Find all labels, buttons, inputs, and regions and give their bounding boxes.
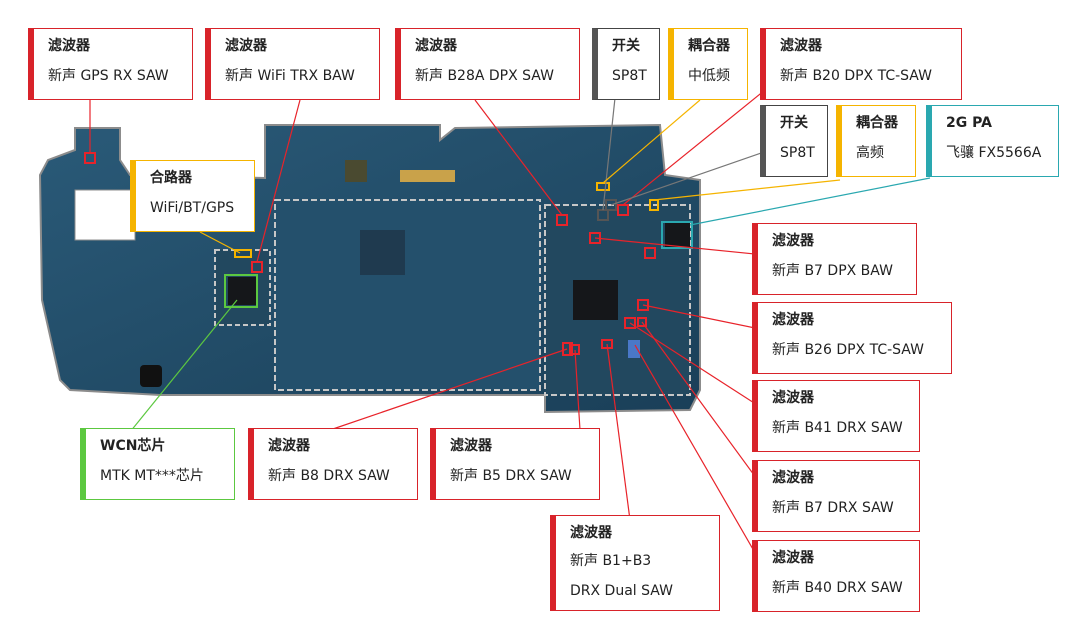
soc-area	[360, 230, 405, 275]
callout-b26-filter: 滤波器 新声 B26 DPX TC-SAW	[752, 302, 952, 374]
callout-coupler-1: 耦合器 中低频	[668, 28, 748, 100]
callout-desc: 新声 B7 DRX SAW	[772, 500, 894, 516]
callout-b7-drx-filter: 滤波器 新声 B7 DRX SAW	[752, 460, 920, 532]
callout-title: 滤波器	[772, 312, 814, 328]
callout-title: 开关	[780, 115, 808, 131]
callout-desc: 新声 B1+B3	[570, 553, 652, 569]
callout-title: 合路器	[150, 170, 192, 186]
connector-gold	[400, 170, 455, 182]
connector-pad	[345, 160, 367, 182]
callout-title: 滤波器	[48, 38, 90, 54]
callout-b28a-filter: 滤波器 新声 B28A DPX SAW	[395, 28, 580, 100]
callout-title: 滤波器	[570, 525, 612, 541]
callout-switch-2: 开关 SP8T	[760, 105, 828, 177]
marker-wcn	[224, 274, 258, 308]
callout-title: 耦合器	[688, 38, 730, 54]
callout-desc: 新声 B28A DPX SAW	[415, 68, 554, 84]
callout-2g-pa: 2G PA 飞骧 FX5566A	[926, 105, 1059, 177]
callout-title: 2G PA	[946, 115, 992, 131]
pa-chip	[665, 222, 690, 247]
callout-desc: WiFi/BT/GPS	[150, 200, 235, 216]
callout-desc: 高频	[856, 145, 884, 161]
callout-desc: 新声 B41 DRX SAW	[772, 420, 903, 436]
callout-wcn-chip: WCN芯片 MTK MT***芯片	[80, 428, 235, 500]
callout-desc: 新声 B8 DRX SAW	[268, 468, 390, 484]
callout-desc: MTK MT***芯片	[100, 468, 204, 484]
callout-desc-2: DRX Dual SAW	[570, 583, 673, 599]
pcb-cutout	[74, 189, 136, 241]
callout-b1b3-filter: 滤波器 新声 B1+B3 DRX Dual SAW	[550, 515, 720, 611]
component-dark	[140, 365, 162, 387]
callout-switch-1: 开关 SP8T	[592, 28, 660, 100]
callout-desc: 中低频	[688, 68, 730, 84]
callout-b41-filter: 滤波器 新声 B41 DRX SAW	[752, 380, 920, 452]
callout-b40-filter: 滤波器 新声 B40 DRX SAW	[752, 540, 920, 612]
wcn-chip	[228, 277, 256, 305]
callout-desc: 新声 B20 DPX TC-SAW	[780, 68, 932, 84]
callout-title: 滤波器	[772, 233, 814, 249]
callout-desc: 新声 GPS RX SAW	[48, 68, 169, 84]
callout-title: WCN芯片	[100, 438, 166, 454]
marker-gps-rx	[84, 152, 96, 164]
callout-title: 滤波器	[772, 390, 814, 406]
callout-title: 开关	[612, 38, 640, 54]
callout-wifi-trx-filter: 滤波器 新声 WiFi TRX BAW	[205, 28, 380, 100]
callout-title: 滤波器	[268, 438, 310, 454]
callout-title: 滤波器	[225, 38, 267, 54]
callout-b8-filter: 滤波器 新声 B8 DRX SAW	[248, 428, 418, 500]
callout-combiner: 合路器 WiFi/BT/GPS	[130, 160, 255, 232]
callout-desc: 新声 WiFi TRX BAW	[225, 68, 355, 84]
callout-desc: SP8T	[780, 145, 815, 161]
transceiver-chip	[573, 280, 618, 320]
callout-desc: SP8T	[612, 68, 647, 84]
shield-frame-main	[274, 199, 541, 391]
callout-b7-dpx-filter: 滤波器 新声 B7 DPX BAW	[752, 223, 917, 295]
callout-coupler-2: 耦合器 高频	[836, 105, 916, 177]
callout-desc: 新声 B40 DRX SAW	[772, 580, 903, 596]
callout-gps-rx-filter: 滤波器 新声 GPS RX SAW	[28, 28, 193, 100]
callout-title: 滤波器	[780, 38, 822, 54]
callout-title: 滤波器	[450, 438, 492, 454]
callout-title: 耦合器	[856, 115, 898, 131]
callout-b20-filter: 滤波器 新声 B20 DPX TC-SAW	[760, 28, 962, 100]
callout-b5-filter: 滤波器 新声 B5 DRX SAW	[430, 428, 600, 500]
callout-desc: 新声 B7 DPX BAW	[772, 263, 893, 279]
callout-title: 滤波器	[415, 38, 457, 54]
callout-desc: 飞骧 FX5566A	[946, 145, 1042, 161]
callout-title: 滤波器	[772, 470, 814, 486]
callout-title: 滤波器	[772, 550, 814, 566]
component-blue	[628, 340, 640, 358]
callout-desc: 新声 B5 DRX SAW	[450, 468, 572, 484]
callout-desc: 新声 B26 DPX TC-SAW	[772, 342, 924, 358]
